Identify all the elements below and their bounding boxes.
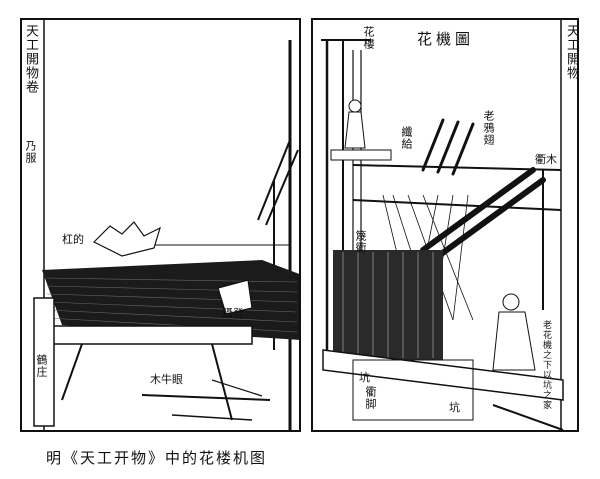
figure-caption: 明《天工开物》中的花楼机图	[46, 449, 268, 467]
right-spine-title: 天工開物	[564, 24, 579, 80]
label-bamboo: 篾衢	[354, 230, 367, 254]
label-cross-bar: 杠的	[62, 233, 84, 246]
label-flower-tower: 花樓	[362, 26, 375, 50]
label-seat: 鶴庄	[35, 354, 48, 378]
label-foot: 衢脚	[364, 386, 377, 410]
label-old-crow-wing: 老鴉翅	[482, 110, 495, 146]
left-loom-illustration	[33, 20, 299, 430]
label-pedal: 躡登	[222, 307, 244, 320]
label-pit-2: 坑	[449, 401, 460, 414]
label-note: 老花機之下以坑之家	[541, 320, 551, 410]
label-heddle: 纖給	[400, 126, 413, 150]
label-wooden-rail: 衢木	[535, 153, 557, 166]
left-spine-title: 天工開物卷	[23, 24, 38, 94]
label-ox-eye: 木牛眼	[150, 373, 183, 386]
left-spine-number: 乃服	[24, 140, 37, 164]
right-woodcut-panel: 花機圖 花樓 天工開物 纖給 老鴉翅 衢木 篾衢 坑 坑 衢脚 老花機之下以坑之…	[311, 18, 579, 432]
left-woodcut-panel: 天工開物卷 乃服 杠的 躡登 鶴庄 木牛眼	[20, 18, 301, 432]
right-loom-illustration	[321, 20, 564, 430]
label-pit: 坑	[359, 371, 370, 384]
right-panel-title: 花機圖	[417, 30, 475, 48]
